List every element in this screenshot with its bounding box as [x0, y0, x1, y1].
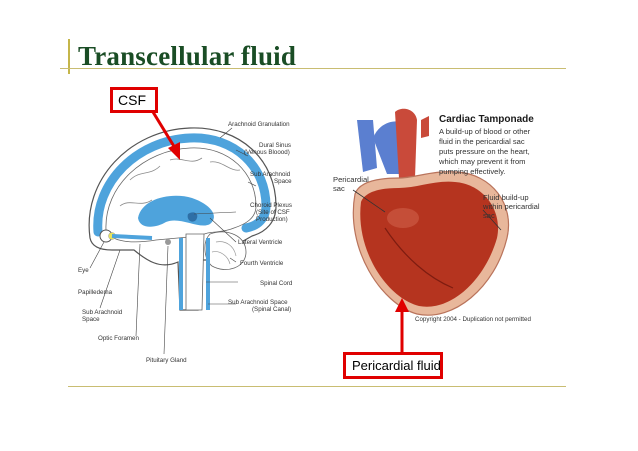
- label-pituitary-gland: Pituitary Gland: [146, 357, 187, 364]
- heart-desc-line-1: A build-up of blood or other: [439, 127, 531, 136]
- label-sub-arachnoid-spinal: Sub Arachnoid Space: [228, 299, 288, 306]
- pericardial-arrow: [395, 298, 409, 354]
- csf-callout: CSF: [110, 87, 158, 113]
- label-papilledema: Papilledema: [78, 289, 113, 296]
- heart-copyright: Copyright 2004 - Duplication not permitt…: [415, 316, 531, 323]
- aorta: [395, 108, 417, 178]
- label-dural-sinus-sub: (Venous Bloood): [244, 149, 290, 156]
- label-dural-sinus: Dural Sinus: [259, 142, 291, 149]
- label-choroid-site: (Site of CSF: [256, 209, 290, 216]
- label-spinal-canal: (Spinal Canal): [252, 306, 291, 313]
- cardiac-tamponade-diagram: Cardiac Tamponade A build-up of blood or…: [333, 108, 540, 323]
- label-sub-arachnoid-space: Space: [274, 178, 292, 185]
- label-fluid-buildup-2: within pericardial: [482, 202, 540, 211]
- label-pericardial-sac-2: sac: [333, 184, 345, 193]
- heart-desc-line-2: fluid in the pericardial sac: [439, 137, 525, 146]
- label-choroid-plexus: Choroid Plexus: [250, 202, 292, 209]
- csf-subarachnoid-band: [93, 133, 271, 237]
- footer-divider: [68, 386, 566, 387]
- heart-desc-line-4: which may prevent it from: [438, 157, 526, 166]
- heart-desc-line-5: pumping effectively.: [439, 167, 505, 176]
- label-lateral-ventricle: Lateral Ventricle: [238, 239, 283, 246]
- label-spinal-cord: Spinal Cord: [260, 280, 293, 287]
- label-sub-arachnoid: Sub Arachnoid: [250, 171, 291, 178]
- title-divider: [60, 68, 566, 69]
- label-pericardial-sac: Pericardial: [333, 175, 369, 184]
- label-optic-foramen: Optic Foramen: [98, 335, 139, 342]
- label-sub-arachnoid-left-space: Space: [82, 316, 100, 323]
- label-eye: Eye: [78, 267, 89, 274]
- csf-arrow: [151, 111, 180, 160]
- vena-cava: [357, 120, 377, 172]
- spinal-csf: [179, 238, 210, 310]
- heart-heading: Cardiac Tamponade: [439, 114, 534, 125]
- heart-desc-line-3: puts pressure on the heart,: [439, 147, 530, 156]
- label-fluid-buildup: Fluid build-up: [483, 193, 529, 202]
- brainstem: [185, 233, 205, 311]
- label-arachnoid-granulation: Arachnoid Granulation: [228, 121, 290, 128]
- slide-title: Transcellular fluid: [78, 41, 297, 71]
- label-fourth-ventricle: Fourth Ventricle: [240, 260, 284, 267]
- label-fluid-buildup-3: sac: [483, 211, 495, 220]
- label-sub-arachnoid-left: Sub Arachnoid: [82, 309, 123, 316]
- pericardial-fluid-callout: Pericardial fluid: [343, 352, 443, 379]
- accent-bar: [68, 39, 70, 74]
- label-choroid-production: Production): [256, 216, 288, 223]
- brain-csf-diagram: Arachnoid Granulation Dural Sinus (Venou…: [78, 121, 293, 364]
